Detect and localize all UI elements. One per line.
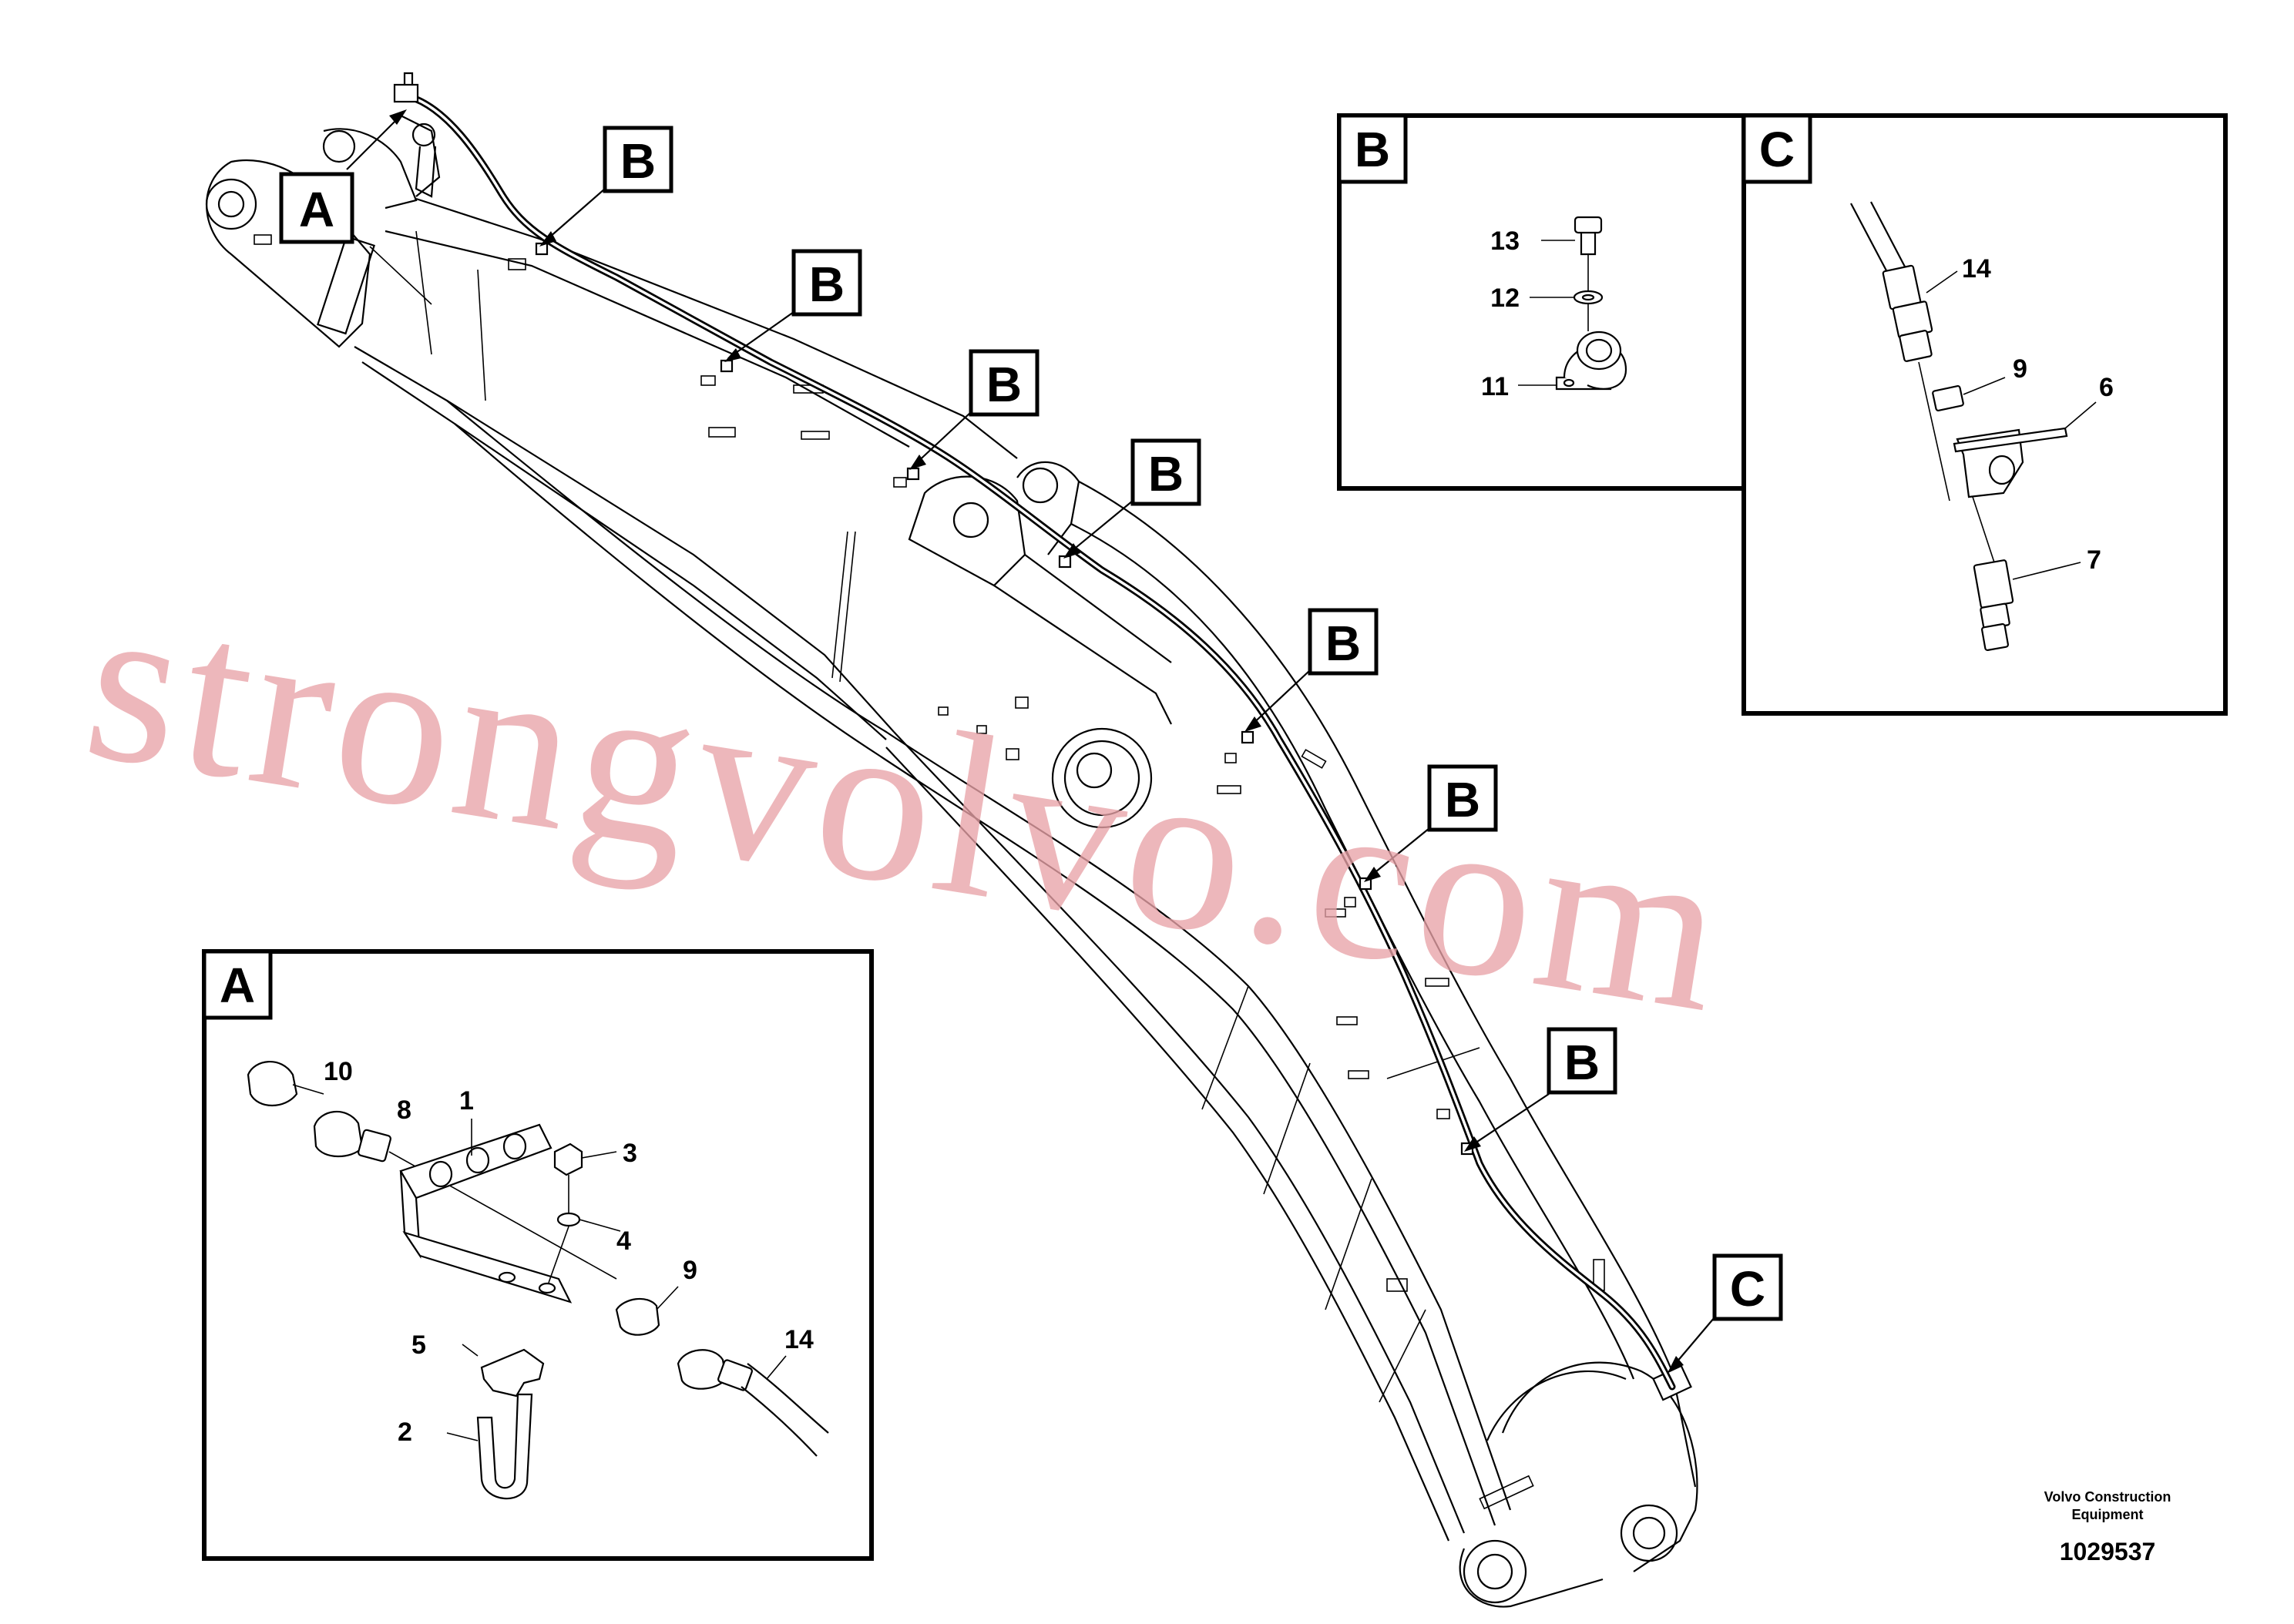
callout-b4-text: B	[1148, 446, 1184, 502]
credit-block: Volvo Construction Equipment 1029537	[2044, 1489, 2171, 1565]
detail-a-panel: A	[202, 949, 874, 1561]
callout-box-b-4[interactable]: B	[1130, 438, 1201, 506]
label-a-3: 3	[623, 1139, 637, 1168]
arm-mid-bracket	[908, 461, 1172, 725]
label-c-9: 9	[2013, 354, 2027, 384]
callout-box-b-2[interactable]: B	[791, 249, 862, 317]
label-a-1: 1	[459, 1086, 474, 1116]
callout-box-b-5[interactable]: B	[1308, 608, 1379, 676]
detail-a-title: A	[220, 958, 255, 1013]
label-a-2: 2	[398, 1418, 412, 1447]
label-c-14: 14	[1962, 254, 1991, 284]
callout-b3-text: B	[986, 357, 1022, 412]
callout-b6-text: B	[1445, 772, 1480, 827]
label-b-12: 12	[1490, 284, 1520, 313]
detail-b-parts	[1518, 216, 1627, 391]
label-a-4: 4	[616, 1226, 631, 1256]
arm-body	[354, 197, 1018, 740]
credit-line-1: Volvo Construction	[2044, 1489, 2171, 1505]
callout-leaders	[346, 109, 1715, 1371]
detail-c-parts	[1850, 201, 2097, 652]
callout-box-b-6[interactable]: B	[1427, 764, 1498, 832]
detail-c-title: C	[1759, 122, 1795, 177]
callout-b5-text: B	[1325, 616, 1361, 671]
label-b-13: 13	[1490, 226, 1520, 256]
label-a-10: 10	[324, 1057, 353, 1086]
label-c-7: 7	[2087, 545, 2101, 575]
hydraulic-hose-route	[393, 72, 1676, 1391]
callout-a-text: A	[299, 182, 334, 237]
callout-box-a-main[interactable]: A	[279, 172, 354, 244]
label-a-9: 9	[683, 1256, 697, 1285]
arm-pivot-boss	[938, 696, 1153, 829]
label-a-8: 8	[397, 1096, 411, 1125]
credit-line-2: Equipment	[2072, 1507, 2144, 1522]
doc-number: 1029537	[2060, 1538, 2156, 1565]
detail-b-title: B	[1355, 122, 1390, 177]
arm-bucket-end	[1459, 1361, 1698, 1608]
label-a-14: 14	[784, 1325, 814, 1354]
arm-lower-section	[446, 400, 1697, 1542]
callout-box-b-3[interactable]: B	[969, 349, 1040, 417]
callout-box-c-main[interactable]: C	[1712, 1253, 1783, 1321]
label-b-11: 11	[1481, 372, 1509, 401]
callout-b7-text: B	[1564, 1035, 1600, 1090]
arm-assembly: A B B B B B B B	[205, 72, 1783, 1608]
detail-b-panel: B 13 12 11	[1337, 113, 1746, 491]
label-a-5: 5	[411, 1330, 426, 1360]
callout-c-text: C	[1730, 1261, 1765, 1317]
callout-box-b-7[interactable]: B	[1547, 1027, 1617, 1095]
callout-b1-text: B	[620, 133, 656, 189]
label-c-6: 6	[2099, 373, 2114, 402]
callout-box-b-1[interactable]: B	[603, 126, 673, 193]
arm-top-yoke	[205, 115, 441, 348]
detail-a-parts	[247, 1061, 829, 1500]
detail-c-panel: C 14 9 6 7	[1741, 113, 2228, 716]
callout-b2-text: B	[809, 257, 845, 312]
